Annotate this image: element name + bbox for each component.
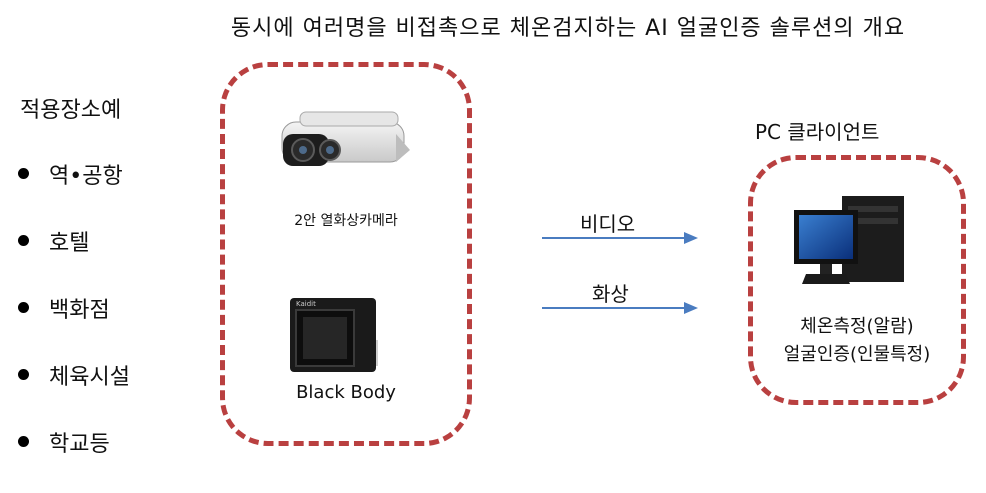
venue-label: 백화점 bbox=[49, 298, 110, 323]
video-flow-label: 비디오 bbox=[580, 212, 636, 236]
list-item: 역•공항 bbox=[18, 158, 130, 225]
bullet-icon bbox=[18, 369, 29, 380]
bullet-icon bbox=[18, 235, 29, 246]
pc-computer-icon bbox=[794, 196, 904, 284]
blackbody-brand: Kaidit bbox=[296, 300, 316, 308]
blackbody-label: Black Body bbox=[296, 382, 396, 403]
list-item: 체육시설 bbox=[18, 359, 130, 426]
video-arrow-icon bbox=[542, 232, 698, 244]
blackbody-device-icon: Kaidit bbox=[290, 298, 378, 372]
bullet-icon bbox=[18, 168, 29, 179]
venue-label: 호텔 bbox=[49, 231, 90, 256]
venues-list: 역•공항 호텔 백화점 체육시설 학교등 bbox=[18, 158, 130, 493]
venues-heading: 적용장소예 bbox=[20, 98, 122, 123]
list-item: 호텔 bbox=[18, 225, 130, 292]
bullet-icon bbox=[18, 436, 29, 447]
venue-label: 역•공항 bbox=[49, 164, 123, 189]
diagram-title: 동시에 여러명을 비접촉으로 체온검지하는 AI 얼굴인증 솔루션의 개요 bbox=[230, 16, 906, 41]
pc-function-temperature: 체온측정(알람) bbox=[800, 316, 914, 337]
pc-client-title: PC 클라이언트 bbox=[755, 120, 880, 144]
image-flow-label: 화상 bbox=[592, 282, 629, 306]
bullet-icon bbox=[18, 302, 29, 313]
pc-client-box bbox=[748, 155, 966, 405]
devices-group-box bbox=[220, 62, 472, 446]
image-arrow-icon bbox=[542, 302, 698, 314]
diagram-graphics: Kaidit bbox=[281, 111, 904, 372]
venue-label: 체육시설 bbox=[49, 365, 130, 390]
list-item: 학교등 bbox=[18, 426, 130, 493]
list-item: 백화점 bbox=[18, 292, 130, 359]
venue-label: 학교등 bbox=[49, 432, 110, 457]
thermal-camera-icon bbox=[281, 111, 410, 166]
camera-label: 2안 열화상카메라 bbox=[294, 213, 398, 229]
pc-function-face-auth: 얼굴인증(인물특정) bbox=[783, 344, 931, 365]
